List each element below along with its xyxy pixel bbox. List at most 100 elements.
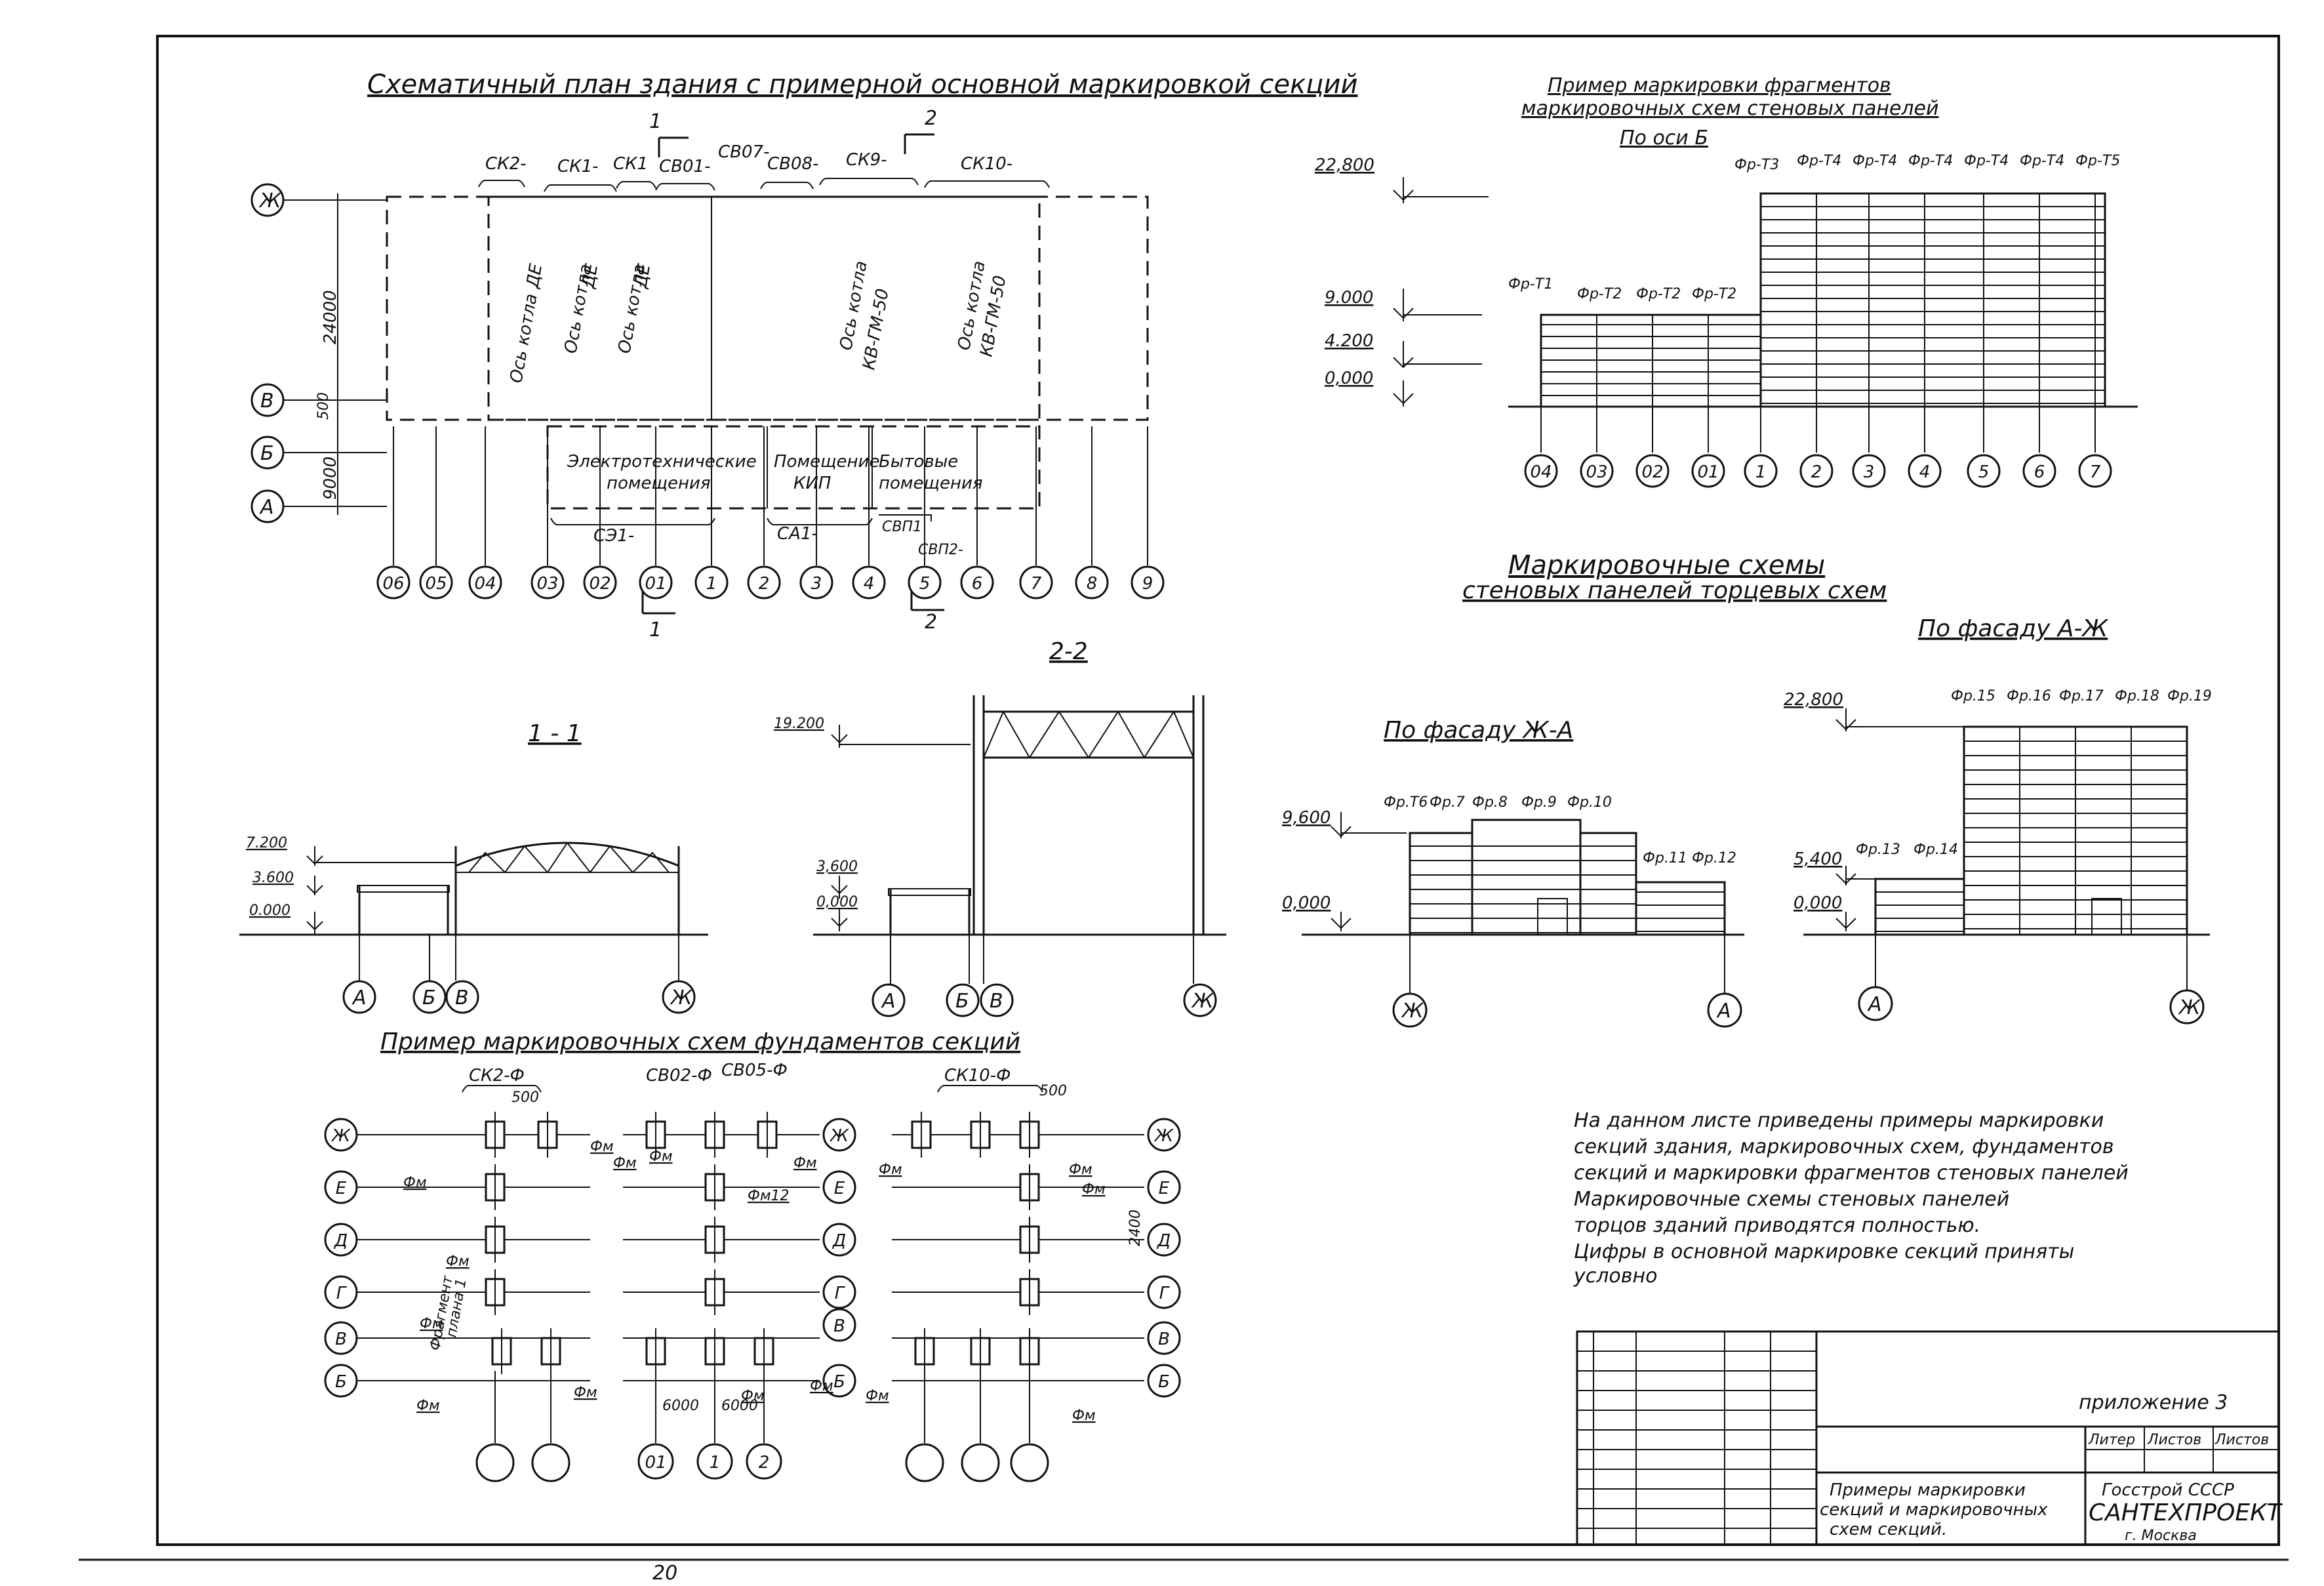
found-mid-bubble-5-label: Б bbox=[833, 1372, 845, 1392]
found-left-bubble-0-label: Ж bbox=[331, 1126, 351, 1146]
found-title: Пример маркировочных схем фундаментов се… bbox=[380, 1028, 1020, 1055]
found-mid-bubble-3-label: Г bbox=[835, 1284, 846, 1303]
room-2-l1: Помещение bbox=[774, 452, 879, 472]
stamp-col-litera: Литер bbox=[2088, 1432, 2135, 1448]
af-bubble-zh bbox=[2169, 989, 2205, 1025]
fa-mark-8: Фр.8 bbox=[1472, 794, 1508, 811]
fa-mark-11: Фр.11 bbox=[1643, 850, 1687, 866]
plan-axis-bubble-5 bbox=[639, 565, 673, 600]
found-mid-bubble-1 bbox=[822, 1170, 856, 1204]
sec22-bubble-a bbox=[872, 983, 906, 1017]
sec22-level-19200: 19.200 bbox=[774, 716, 824, 732]
mark-title-2: стеновых панелей торцевых схем bbox=[1462, 577, 1887, 604]
frag-title-1: Пример маркировки фрагментов bbox=[1548, 74, 1891, 97]
top-label-ck2: СК2- bbox=[485, 154, 527, 174]
found-mid-axis-bubble-1-label: 1 bbox=[710, 1453, 721, 1473]
plan-axis-bubble-13 bbox=[1075, 565, 1109, 600]
fa-mark-7: Фр.7 bbox=[1430, 794, 1465, 811]
frag-level-4200: 4.200 bbox=[1325, 331, 1373, 351]
frag-bubble-6-label: 3 bbox=[1864, 462, 1875, 482]
frag-bubble-8-label: 5 bbox=[1978, 462, 1990, 482]
note-line-5: торцов зданий приводятся полностью. bbox=[1574, 1214, 1980, 1237]
af-mark-17: Фр.17 bbox=[2059, 688, 2104, 704]
sec22-bubble-b-label: Б bbox=[955, 990, 969, 1013]
found-fm-label-4: Фм bbox=[649, 1149, 673, 1165]
frag-level-0000: 0,000 bbox=[1325, 369, 1373, 388]
found-label-cb05: СВ05-Ф bbox=[721, 1061, 788, 1080]
page-number: 20 bbox=[652, 1562, 677, 1585]
boiler-axis-3-l2: ДЕ bbox=[631, 262, 654, 290]
plan-axis-bubble-2 bbox=[468, 565, 502, 600]
frag-bubble-2 bbox=[1635, 454, 1670, 488]
found-left-bubble-4-label: В bbox=[335, 1330, 347, 1349]
facade-a-zh: 22,800 5,400 0,000 Фр.13 Фр.14 Фр.15 Фр.… bbox=[1784, 688, 2212, 1025]
af-level-5400: 5,400 bbox=[1793, 849, 1842, 869]
af-mark-18: Фр.18 bbox=[2115, 688, 2159, 704]
found-mid-axis-bubble-0-label: 01 bbox=[645, 1453, 666, 1473]
note-line-1: На данном листе приведены примеры маркир… bbox=[1574, 1109, 2104, 1132]
found-fm-label-7: Фм bbox=[574, 1385, 597, 1401]
plan-axis-bubble-7 bbox=[747, 565, 781, 600]
section-1-bottom: 1 bbox=[649, 619, 662, 641]
frag-title-2: маркировочных схем стеновых панелей bbox=[1521, 97, 1939, 120]
fa-mark-t6: Фр.Т6 bbox=[1384, 794, 1428, 811]
found-mid-bubble-0-label: Ж bbox=[829, 1126, 849, 1146]
plan-axis-bubble-8 bbox=[799, 565, 833, 600]
mark-title-1: Маркировочные схемы bbox=[1508, 550, 1825, 580]
found-fm-label-2: Фм bbox=[403, 1175, 427, 1191]
found-bubble-blank bbox=[1010, 1443, 1049, 1482]
plan-axis-bubble-3-label: 03 bbox=[536, 574, 558, 594]
stamp-desc-3: схем секций. bbox=[1830, 1520, 1947, 1539]
facade-zh-a: 9,600 0,000 Фр.Т6 Фр.7 Фр.8 Фр.9 Фр.10 Ф… bbox=[1282, 794, 1744, 1028]
sec11-bubble-a-label: А bbox=[351, 986, 367, 1009]
af-level-22800: 22,800 bbox=[1784, 690, 1843, 710]
sec22-bubble-zh bbox=[1183, 983, 1217, 1017]
found-left-bubble-1 bbox=[324, 1170, 358, 1204]
frag-mark-t2b: Фр-Т2 bbox=[1636, 286, 1681, 302]
fa-bubble-a bbox=[1707, 992, 1742, 1028]
found-label-ck10: СК10-Ф bbox=[944, 1066, 1011, 1086]
plan-outline-dashed bbox=[386, 195, 1149, 421]
frag-bubble-10 bbox=[2078, 454, 2112, 488]
note-line-7: условно bbox=[1573, 1265, 1657, 1288]
top-label-cb07: СВ07- bbox=[718, 142, 769, 162]
found-right-bubble-1-label: Е bbox=[1159, 1179, 1170, 1198]
foundation-schemes: Пример маркировочных схем фундаментов се… bbox=[324, 1028, 1181, 1482]
sec22-bubble-b bbox=[946, 983, 980, 1017]
found-right-bubble-2 bbox=[1147, 1223, 1181, 1257]
found-fm-label-9: Фм bbox=[741, 1388, 765, 1404]
plan-axis-bubble-4 bbox=[583, 565, 617, 600]
found-fm-label-0: Фм bbox=[420, 1316, 443, 1332]
sec11-title: 1 - 1 bbox=[528, 720, 582, 747]
plan-axis-bubble-11-label: 6 bbox=[972, 574, 983, 594]
sec11-level-3600: 3.600 bbox=[252, 870, 294, 886]
plan-axis-bubble-9 bbox=[852, 565, 886, 600]
found-mid-bubble-2-label: Д bbox=[832, 1231, 846, 1251]
stamp-desc-1: Примеры маркировки bbox=[1830, 1480, 2026, 1500]
frag-bubble-0 bbox=[1524, 454, 1558, 488]
af-level-0000: 0,000 bbox=[1793, 893, 1842, 913]
found-right-bubble-3 bbox=[1147, 1275, 1181, 1309]
frag-bubble-4 bbox=[1744, 454, 1778, 488]
found-left-bubble-2-label: Д bbox=[334, 1231, 348, 1251]
facade-af-title: По фасаду А-Ж bbox=[1918, 615, 2109, 642]
row-label-v: В bbox=[260, 390, 274, 413]
frag-mark-t4b: Фр-Т4 bbox=[1853, 153, 1897, 169]
found-fm-label-8: Фм bbox=[416, 1398, 440, 1414]
title-block: приложение 3 Литер Листов Листов Примеры… bbox=[1576, 1330, 2283, 1546]
plan-axis-bubble-6 bbox=[694, 565, 729, 600]
sec11-bubble-b-label: Б bbox=[422, 986, 436, 1009]
sec11-bubble-v bbox=[445, 980, 479, 1014]
found-right-bubble-2-label: Д bbox=[1157, 1231, 1171, 1251]
dim-500: 500 bbox=[315, 392, 332, 420]
stamp-org-3: г. Москва bbox=[2125, 1528, 2197, 1544]
sec22-bubble-zh-label: Ж bbox=[1191, 990, 1214, 1013]
frag-bubble-5 bbox=[1799, 454, 1833, 488]
found-right-bubble-5-label: Б bbox=[1158, 1372, 1170, 1392]
frag-bubble-2-label: 02 bbox=[1641, 462, 1663, 482]
frag-bubble-6 bbox=[1852, 454, 1886, 488]
sec22-level-3600: 3,600 bbox=[816, 859, 858, 875]
sec11-bubble-zh bbox=[662, 980, 696, 1014]
found-mid-axis-bubble-0 bbox=[637, 1443, 674, 1480]
